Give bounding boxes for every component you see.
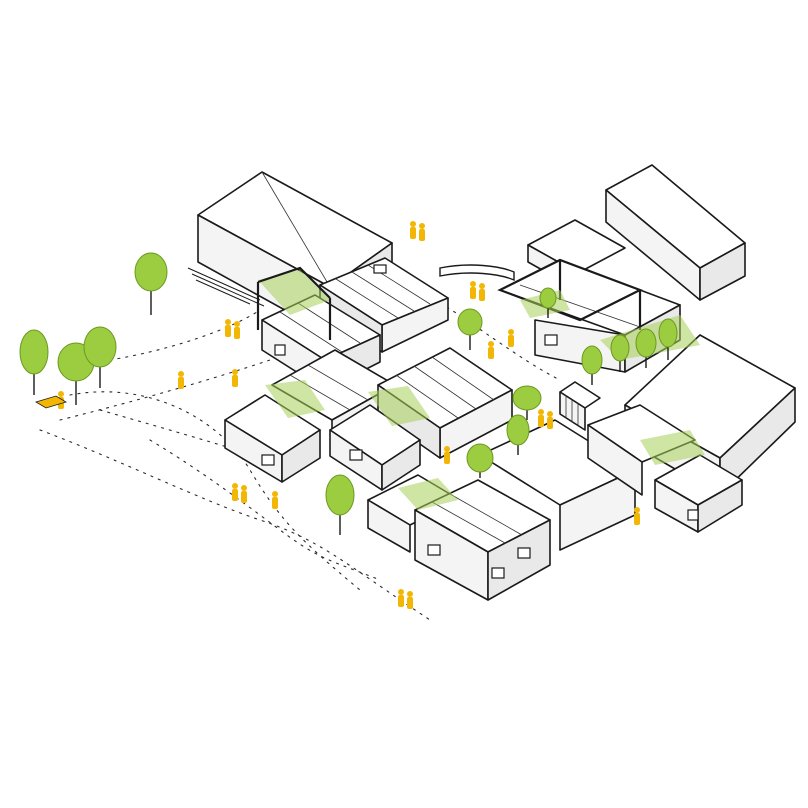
- tree: [83, 326, 117, 388]
- tree: [512, 385, 542, 420]
- tree: [506, 414, 530, 455]
- person: [272, 491, 278, 509]
- bench: [35, 395, 67, 409]
- tree: [134, 252, 168, 315]
- people: [58, 221, 640, 609]
- tree: [635, 328, 657, 368]
- window: [544, 334, 558, 346]
- person: [488, 341, 494, 359]
- person: [634, 507, 640, 525]
- window: [491, 567, 505, 579]
- window: [261, 454, 275, 466]
- window: [427, 544, 441, 556]
- person-group: [398, 589, 413, 609]
- tree: [19, 329, 49, 395]
- housing-cluster-east: [587, 404, 743, 533]
- curved-planter-wall: [439, 264, 515, 282]
- person-group: [470, 281, 485, 301]
- tree: [325, 474, 355, 535]
- tree: [457, 308, 483, 350]
- window: [274, 344, 286, 356]
- small-shed: [559, 381, 601, 431]
- tree: [610, 334, 630, 372]
- person-group: [538, 409, 553, 429]
- tree: [539, 287, 557, 318]
- person-group: [410, 221, 425, 241]
- person: [178, 371, 184, 389]
- person: [508, 329, 514, 347]
- person-group: [225, 319, 240, 339]
- person-group: [232, 483, 247, 503]
- window: [517, 547, 531, 559]
- person: [444, 446, 450, 464]
- window: [349, 449, 363, 461]
- housing-cluster-centre: [224, 347, 513, 491]
- roof-skylight: [373, 264, 387, 274]
- tree: [581, 345, 603, 385]
- tree: [658, 318, 678, 360]
- large-gable-building-north-east: [527, 164, 746, 301]
- trees: [19, 252, 678, 535]
- person: [232, 369, 238, 387]
- parking-stripes: [187, 267, 265, 307]
- housing-cluster-south: [367, 474, 551, 601]
- tree: [466, 443, 494, 478]
- window: [687, 509, 699, 521]
